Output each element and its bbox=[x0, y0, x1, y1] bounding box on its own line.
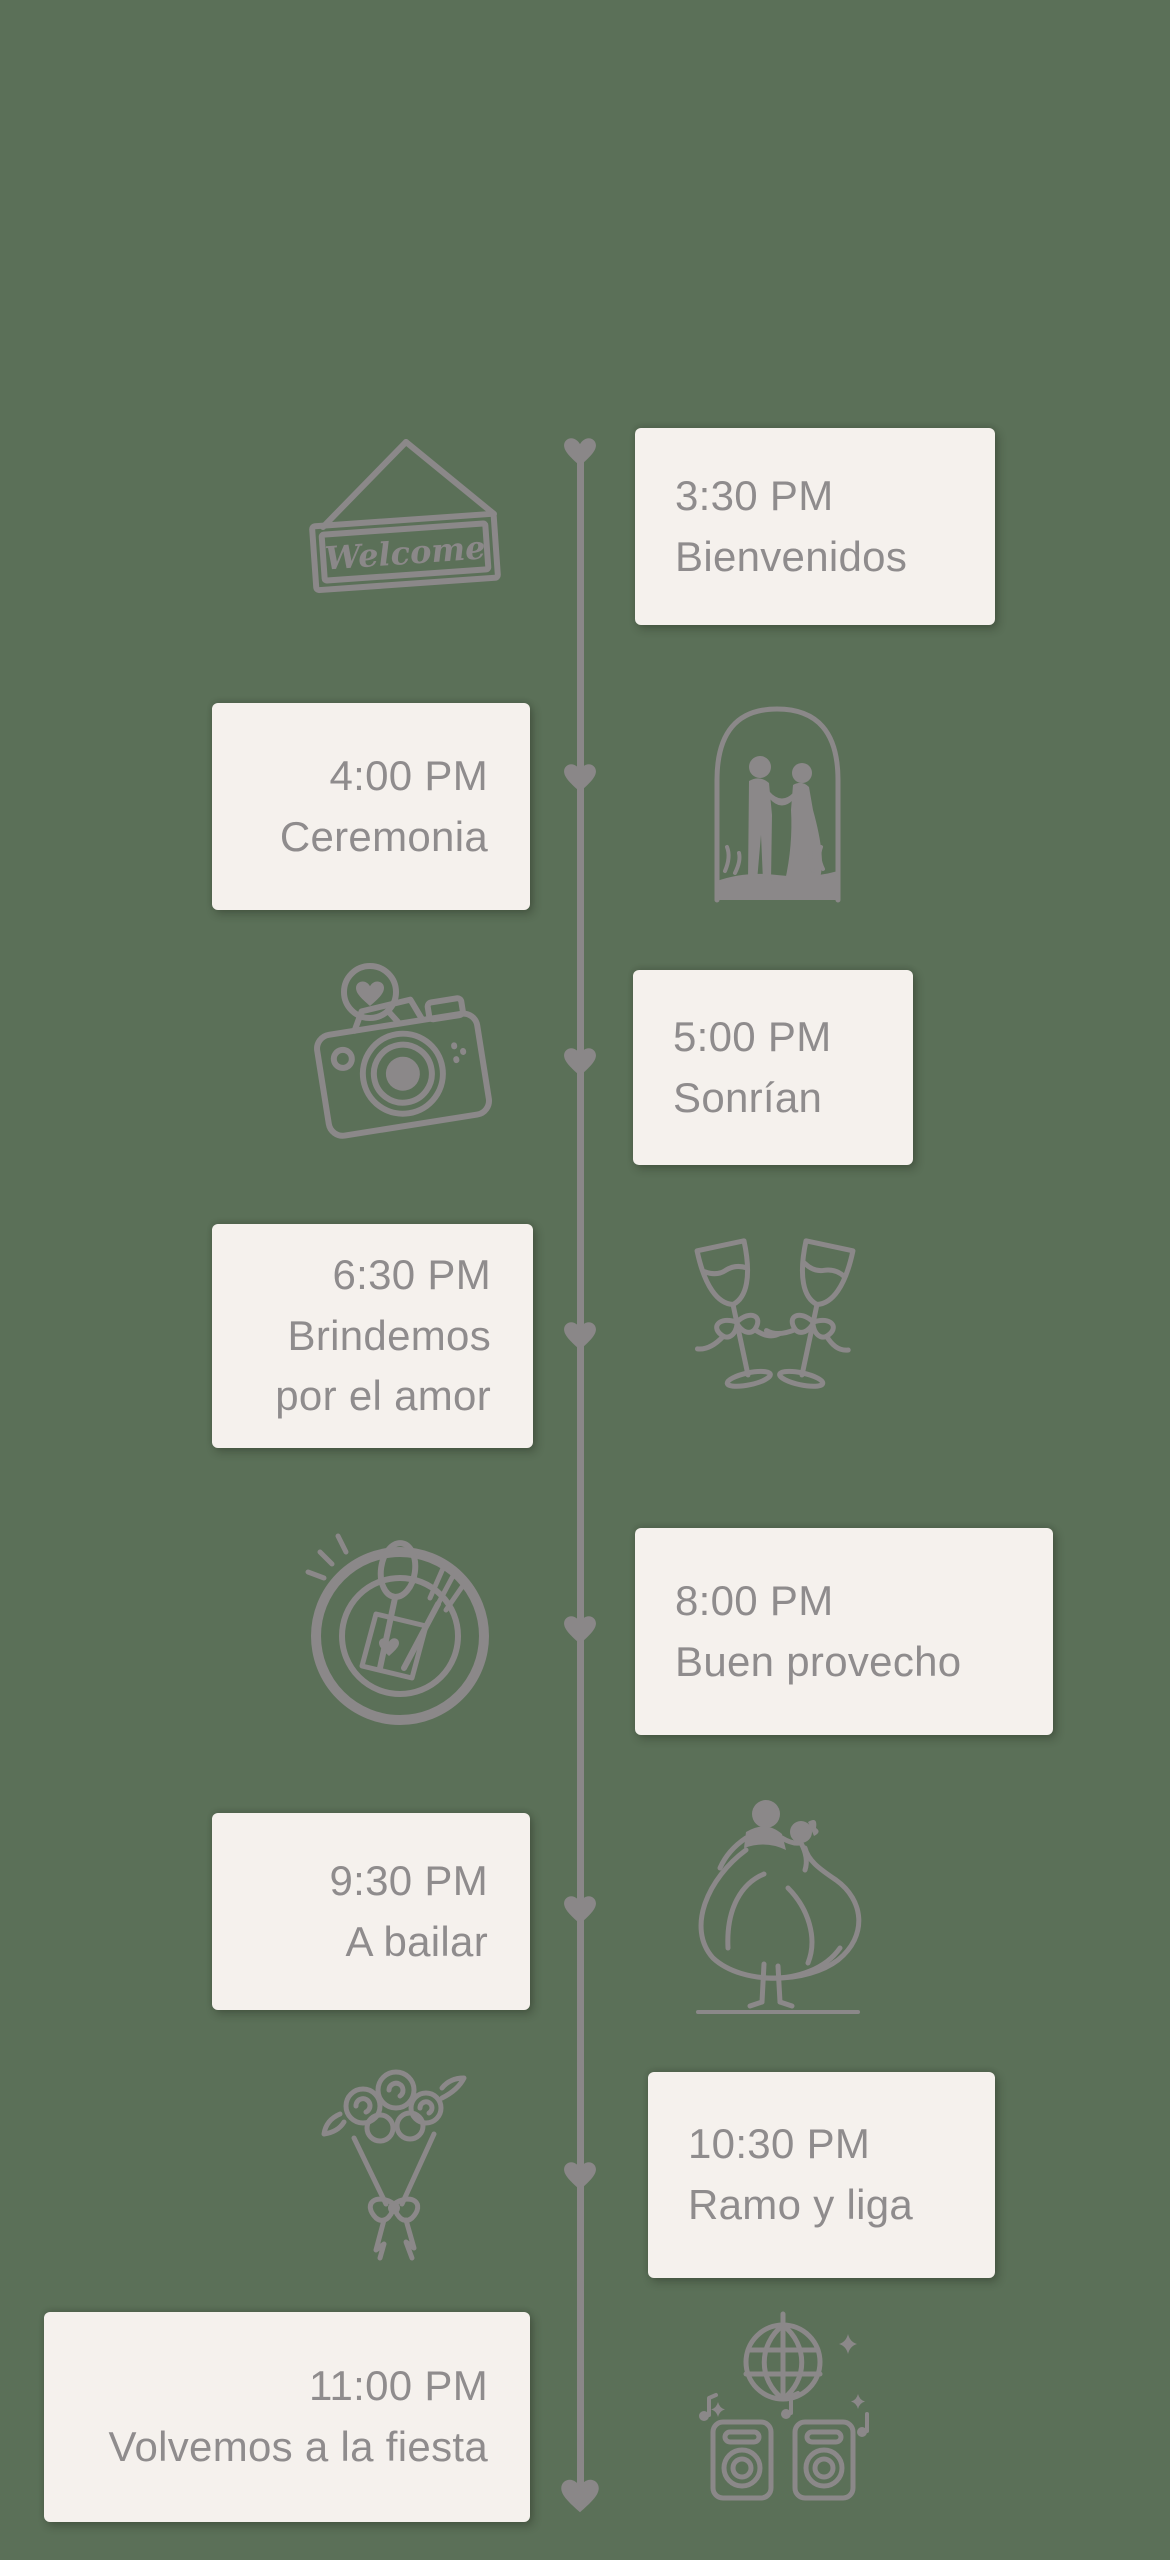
heart-marker-icon bbox=[563, 1047, 597, 1077]
event-card-brindemos: 6:30 PM Brindemos por el amor bbox=[212, 1224, 533, 1448]
heart-marker-icon bbox=[563, 1321, 597, 1351]
event-time: 8:00 PM bbox=[675, 1576, 834, 1624]
event-card-ramo-y-liga: 10:30 PM Ramo y liga bbox=[648, 2072, 995, 2278]
couple-ceremony-icon bbox=[705, 695, 850, 905]
event-title: A bailar bbox=[345, 1917, 488, 1965]
camera-icon bbox=[298, 962, 503, 1147]
heart-marker-icon bbox=[563, 1895, 597, 1925]
event-card-sonrian: 5:00 PM Sonrían bbox=[633, 970, 913, 1165]
disco-speakers-icon bbox=[688, 2310, 878, 2505]
event-card-buen-provecho: 8:00 PM Buen provecho bbox=[635, 1528, 1053, 1735]
event-title: Bienvenidos bbox=[675, 532, 908, 580]
event-title: Ramo y liga bbox=[688, 2181, 914, 2228]
heart-marker-icon bbox=[563, 2161, 597, 2191]
event-time: 4:00 PM bbox=[329, 751, 488, 799]
dinner-plate-icon bbox=[292, 1518, 502, 1728]
event-card-volvemos: 11:00 PM Volvemos a la fiesta bbox=[44, 2312, 530, 2522]
toast-glasses-icon bbox=[670, 1228, 880, 1433]
heart-marker-icon bbox=[563, 763, 597, 793]
event-time: 11:00 PM bbox=[308, 2362, 488, 2410]
timeline-line bbox=[577, 452, 584, 2496]
event-time: 6:30 PM bbox=[332, 1250, 491, 1298]
event-title: Sonrían bbox=[673, 1073, 823, 1121]
event-title: Brindemos por el amor bbox=[275, 1311, 491, 1420]
heart-marker-icon bbox=[560, 2478, 600, 2514]
event-title: Ceremonia bbox=[279, 812, 488, 860]
event-time: 9:30 PM bbox=[329, 1856, 488, 1904]
bouquet-icon bbox=[318, 2058, 470, 2266]
event-title: Buen provecho bbox=[675, 1637, 962, 1685]
event-card-ceremonia: 4:00 PM Ceremonia bbox=[212, 703, 530, 910]
dancing-couple-icon bbox=[668, 1788, 883, 2016]
event-card-bienvenidos: 3:30 PM Bienvenidos bbox=[635, 428, 995, 625]
event-time: 5:00 PM bbox=[673, 1012, 832, 1060]
event-time: 10:30 PM bbox=[688, 2120, 871, 2168]
welcome-sign-icon: Welcome bbox=[298, 432, 513, 600]
heart-marker-icon bbox=[563, 1615, 597, 1645]
event-title: Volvemos a la fiesta bbox=[108, 2423, 488, 2470]
event-time: 3:30 PM bbox=[675, 471, 834, 519]
event-card-a-bailar: 9:30 PM A bailar bbox=[212, 1813, 530, 2010]
heart-marker-icon bbox=[563, 437, 597, 467]
